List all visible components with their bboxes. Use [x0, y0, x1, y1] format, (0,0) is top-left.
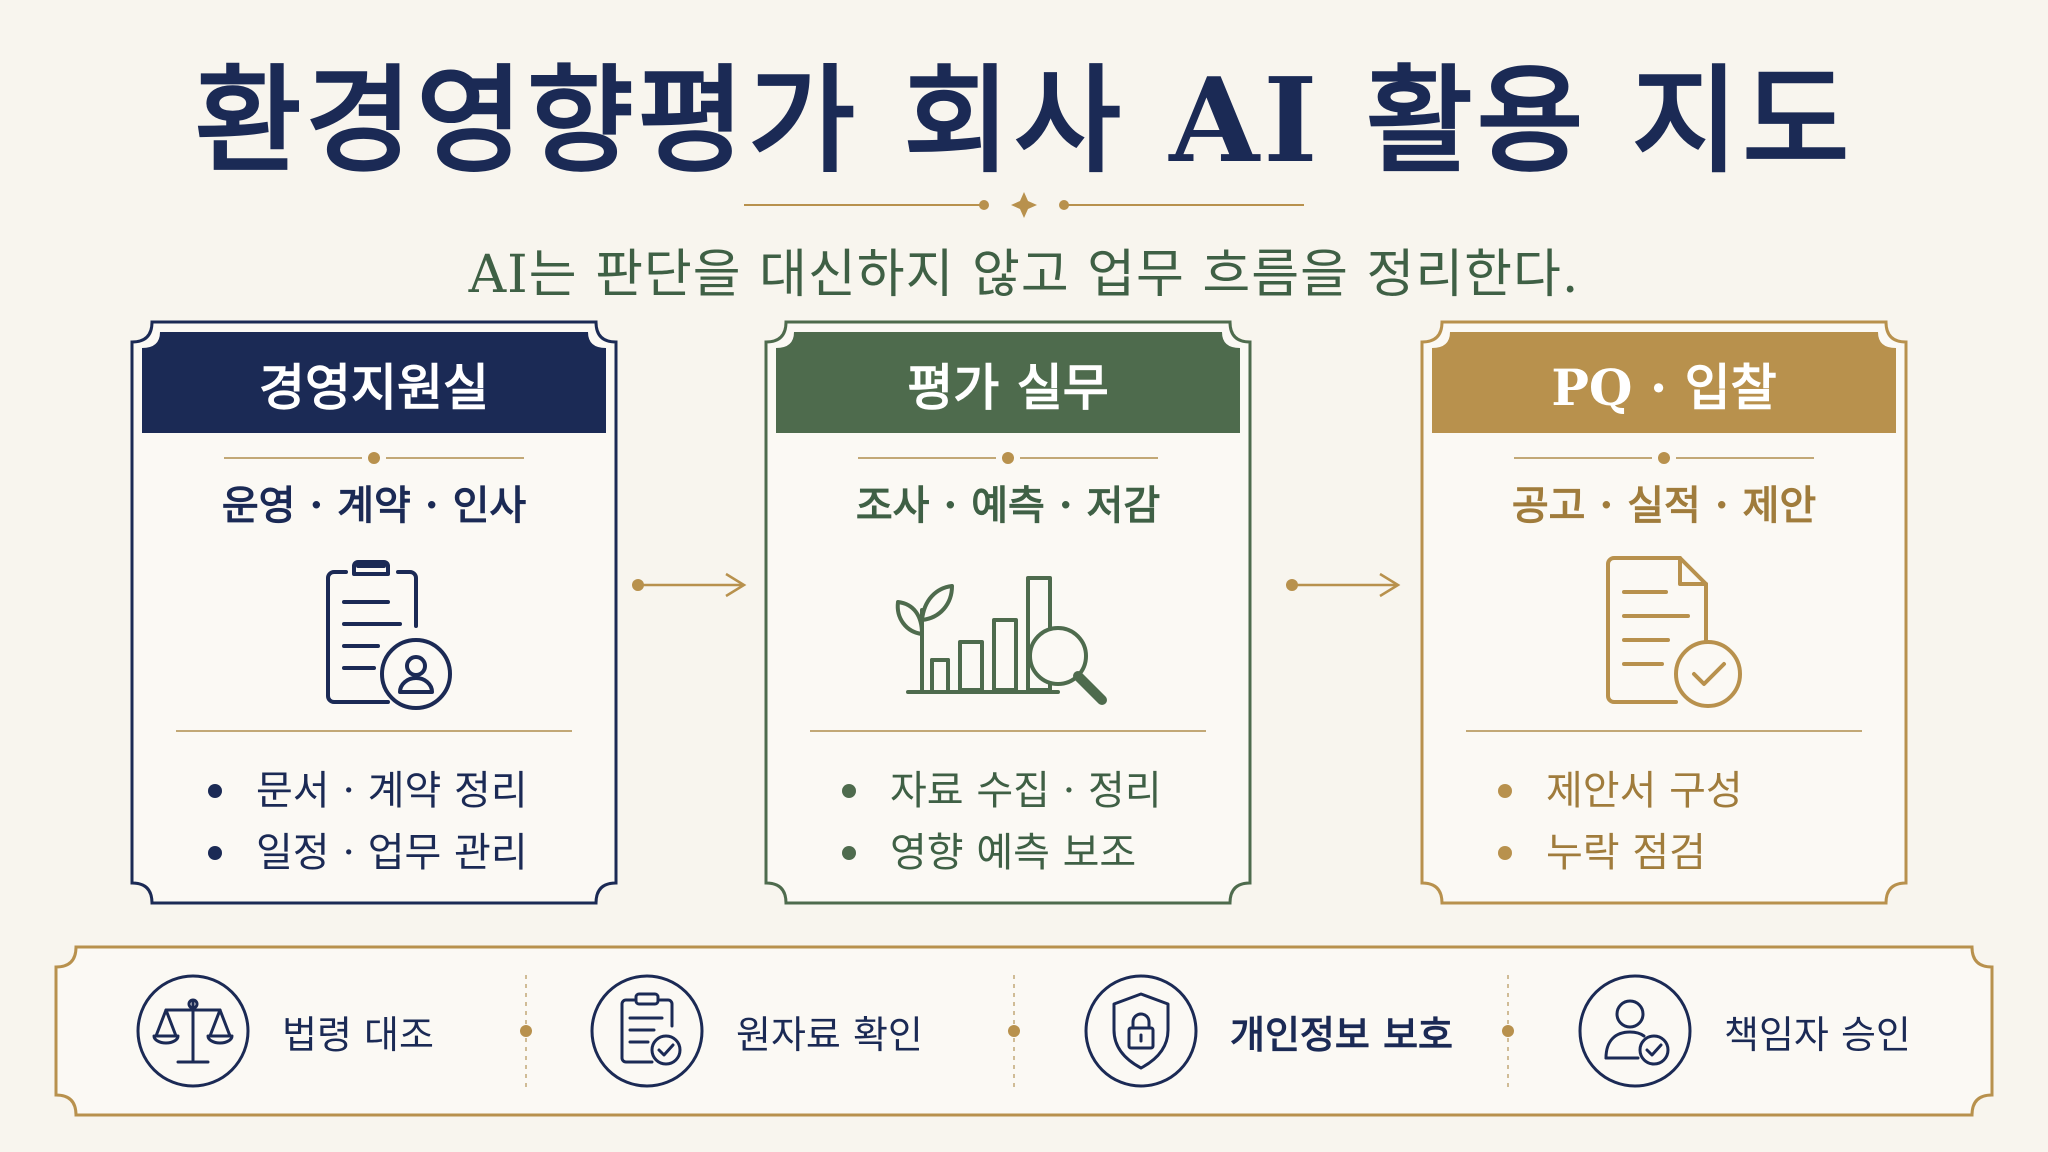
separator	[520, 975, 532, 1087]
card-assessment-practice: 평가 실무 조사 · 예측 · 저감 자료 수집 · 정리 영향 예측 보조	[764, 320, 1252, 905]
safeguard-item: 법령 대조	[136, 972, 434, 1090]
card-ornament	[224, 452, 524, 464]
card-divider	[1466, 730, 1862, 732]
card-management-support: 경영지원실 운영 · 계약 · 인사 문서 · 계약 정리 일정 · 업무 관리	[130, 320, 618, 905]
arrow-right-icon	[1286, 572, 1401, 598]
bullet-item: 일정 · 업무 관리	[208, 822, 528, 884]
safeguards-band	[54, 945, 1994, 1117]
separator	[1502, 975, 1514, 1087]
card-divider	[176, 730, 572, 732]
page-subtitle: AI는 판단을 대신하지 않고 업무 흐름을 정리한다.	[468, 245, 1580, 305]
safeguard-item: 원자료 확인	[590, 972, 923, 1090]
card-ornament	[858, 452, 1158, 464]
card-subtitle: 운영 · 계약 · 인사	[221, 482, 527, 529]
safeguard-label: 개인정보 보호	[1230, 1011, 1453, 1057]
chart-magnifier-icon	[895, 576, 1107, 705]
card-subtitle: 공고 · 실적 · 제안	[1511, 482, 1817, 529]
bullet-text: 문서 · 계약 정리	[256, 768, 528, 814]
safeguard-label: 원자료 확인	[736, 1012, 923, 1057]
shield-lock-icon	[1084, 974, 1198, 1088]
bullet-text: 일정 · 업무 관리	[256, 830, 528, 876]
bullet-text: 영향 예측 보조	[890, 830, 1137, 876]
safeguard-label: 법령 대조	[282, 1012, 434, 1057]
safeguard-item: 책임자 승인	[1578, 972, 1911, 1090]
page-title: 환경영향평가 회사 AI 활용 지도	[194, 53, 1854, 189]
bullet-text: 누락 점검	[1546, 830, 1706, 876]
bullet-item: 영향 예측 보조	[842, 822, 1162, 884]
clipboard-user-icon	[326, 560, 452, 710]
bullet-item: 문서 · 계약 정리	[208, 760, 528, 822]
card-title: PQ · 입찰	[1551, 358, 1777, 417]
title-ornament	[744, 192, 1304, 218]
card-pq-bidding: PQ · 입찰 공고 · 실적 · 제안 제안서 구성 누락 점검	[1420, 320, 1908, 905]
bullet-text: 자료 수집 · 정리	[890, 768, 1162, 814]
scales-icon	[136, 974, 250, 1088]
arrow-right-icon	[632, 572, 747, 598]
card-title: 평가 실무	[907, 358, 1109, 417]
separator	[1008, 975, 1020, 1087]
clipboard-check-icon	[590, 974, 704, 1088]
document-check-icon	[1606, 556, 1742, 708]
card-divider	[810, 730, 1206, 732]
safeguard-item: 개인정보 보호	[1084, 972, 1453, 1090]
card-title: 경영지원실	[259, 358, 489, 417]
card-ornament	[1514, 452, 1814, 464]
bullet-item: 제안서 구성	[1498, 760, 1743, 822]
bullet-item: 자료 수집 · 정리	[842, 760, 1162, 822]
user-check-icon	[1578, 974, 1692, 1088]
bullet-text: 제안서 구성	[1546, 768, 1743, 814]
safeguard-label: 책임자 승인	[1724, 1012, 1911, 1057]
card-subtitle: 조사 · 예측 · 저감	[855, 482, 1161, 529]
bullet-item: 누락 점검	[1498, 822, 1743, 884]
